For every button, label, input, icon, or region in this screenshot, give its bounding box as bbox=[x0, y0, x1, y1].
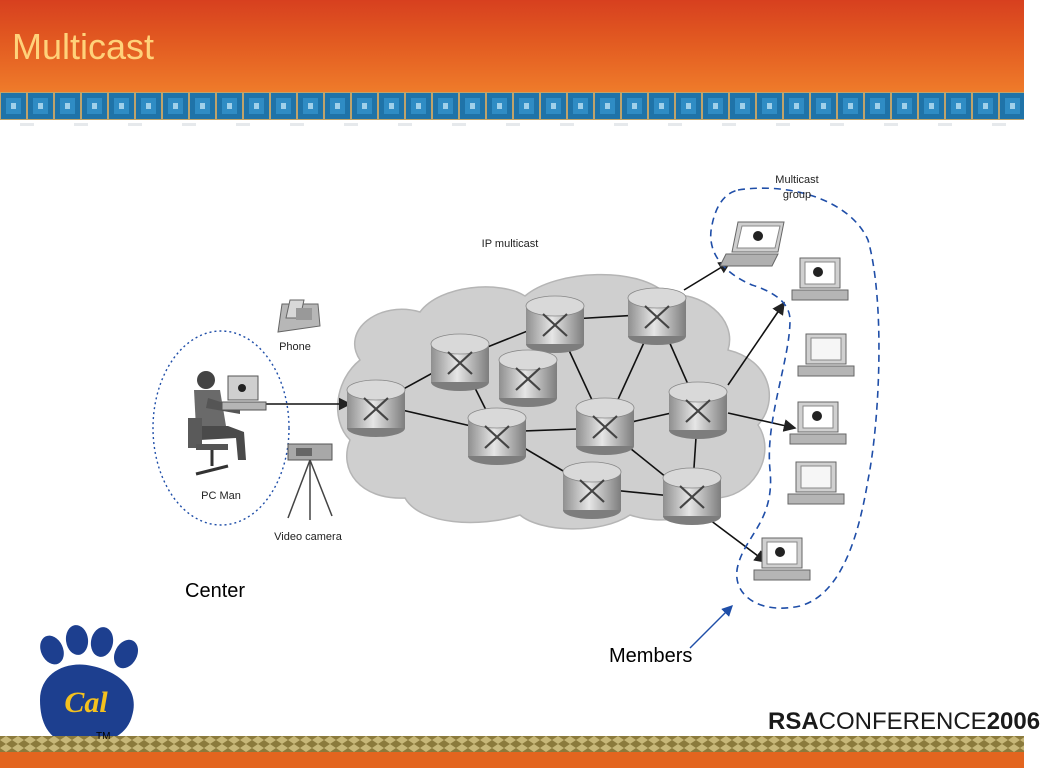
members-annotation: Members bbox=[609, 645, 693, 667]
decorative-band-shadow bbox=[0, 120, 1024, 134]
router-icon bbox=[525, 295, 585, 353]
conference-prefix: RSA bbox=[768, 708, 819, 735]
router-icon bbox=[627, 287, 687, 345]
router-icon bbox=[668, 381, 728, 439]
conference-year: 2006 bbox=[986, 708, 1040, 735]
router-icon bbox=[467, 407, 527, 465]
conference-name: CONFERENCE bbox=[818, 708, 987, 735]
desktop-computer-icon bbox=[791, 257, 849, 301]
multicast-group-label-line2: group bbox=[783, 189, 811, 201]
phone-label: Phone bbox=[279, 341, 311, 353]
router-icon bbox=[346, 379, 406, 437]
desktop-computer-icon bbox=[789, 401, 847, 445]
pc-man-label: PC Man bbox=[201, 490, 241, 502]
center-annotation: Center bbox=[185, 580, 246, 602]
desktop-computer-icon bbox=[797, 333, 855, 377]
person-at-computer-icon bbox=[188, 371, 267, 476]
video-camera-label: Video camera bbox=[274, 531, 343, 543]
bear-paw-logo-icon: Cal bbox=[40, 625, 138, 745]
router-icon bbox=[430, 333, 490, 391]
router-icon bbox=[662, 467, 722, 525]
members-pointer bbox=[689, 605, 733, 649]
slide-header bbox=[0, 0, 1024, 92]
decorative-band bbox=[0, 92, 1024, 120]
trademark: TM bbox=[96, 731, 111, 742]
phone-icon bbox=[277, 299, 321, 333]
conference-branding: RSACONFERENCE2006 bbox=[768, 708, 1040, 736]
logo-text: Cal bbox=[64, 686, 108, 719]
router-icon bbox=[575, 397, 635, 455]
footer-band bbox=[0, 736, 1024, 768]
ip-multicast-label: IP multicast bbox=[482, 238, 539, 250]
multicast-group-label-line1: Multicast bbox=[775, 174, 818, 186]
multicast-group-boundary bbox=[709, 187, 880, 609]
router-icon bbox=[562, 461, 622, 519]
slide-title: Multicast bbox=[12, 26, 155, 67]
desktop-computer-icon bbox=[753, 537, 811, 581]
video-camera-icon bbox=[287, 443, 333, 520]
router-icon bbox=[498, 349, 558, 407]
center-boundary bbox=[152, 330, 290, 526]
laptop-icon bbox=[719, 221, 785, 267]
desktop-computer-icon bbox=[787, 461, 845, 505]
